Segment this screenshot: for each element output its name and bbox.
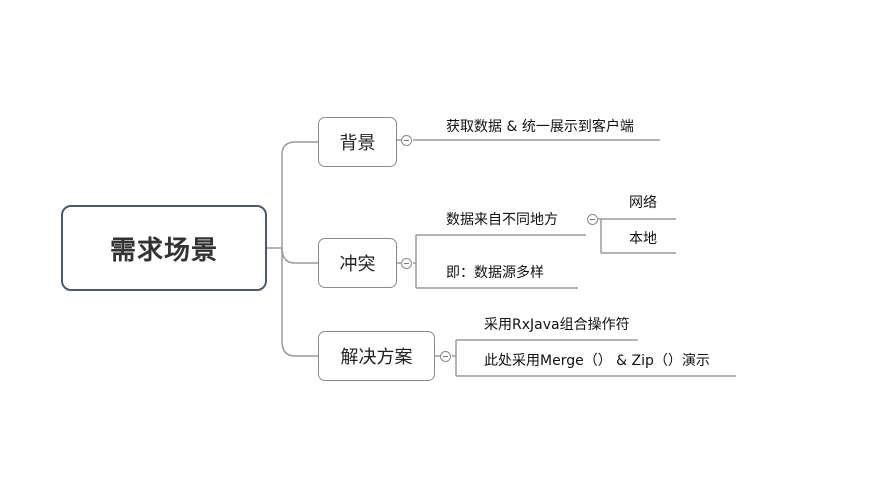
branch-label-solution: 解决方案 — [340, 347, 413, 368]
collapse-toggle-solution[interactable] — [440, 351, 451, 362]
branch-label-conflict: 冲突 — [339, 254, 376, 275]
leaf-conflict-summary[interactable]: 即：数据源多样 — [446, 265, 544, 281]
root-node[interactable]: 需求场景 — [61, 205, 267, 291]
leaf-source-local[interactable]: 本地 — [629, 231, 657, 247]
branch-node-solution[interactable]: 解决方案 — [318, 331, 435, 381]
leaf-solution-rxjava[interactable]: 采用RxJava组合操作符 — [484, 317, 630, 333]
leaf-source-network[interactable]: 网络 — [629, 195, 657, 211]
collapse-toggle-sources[interactable] — [587, 214, 598, 225]
root-label: 需求场景 — [109, 235, 218, 266]
branch-node-background[interactable]: 背景 — [318, 117, 397, 167]
leaf-solution-merge-zip[interactable]: 此处采用Merge（） & Zip（）演示 — [484, 353, 710, 369]
branch-label-background: 背景 — [339, 133, 376, 154]
leaf-background-fetch[interactable]: 获取数据 & 统一展示到客户端 — [446, 119, 634, 135]
branch-node-conflict[interactable]: 冲突 — [318, 238, 397, 288]
collapse-toggle-background[interactable] — [401, 135, 412, 146]
leaf-conflict-sources[interactable]: 数据来自不同地方 — [446, 212, 558, 228]
collapse-toggle-conflict[interactable] — [401, 258, 412, 269]
